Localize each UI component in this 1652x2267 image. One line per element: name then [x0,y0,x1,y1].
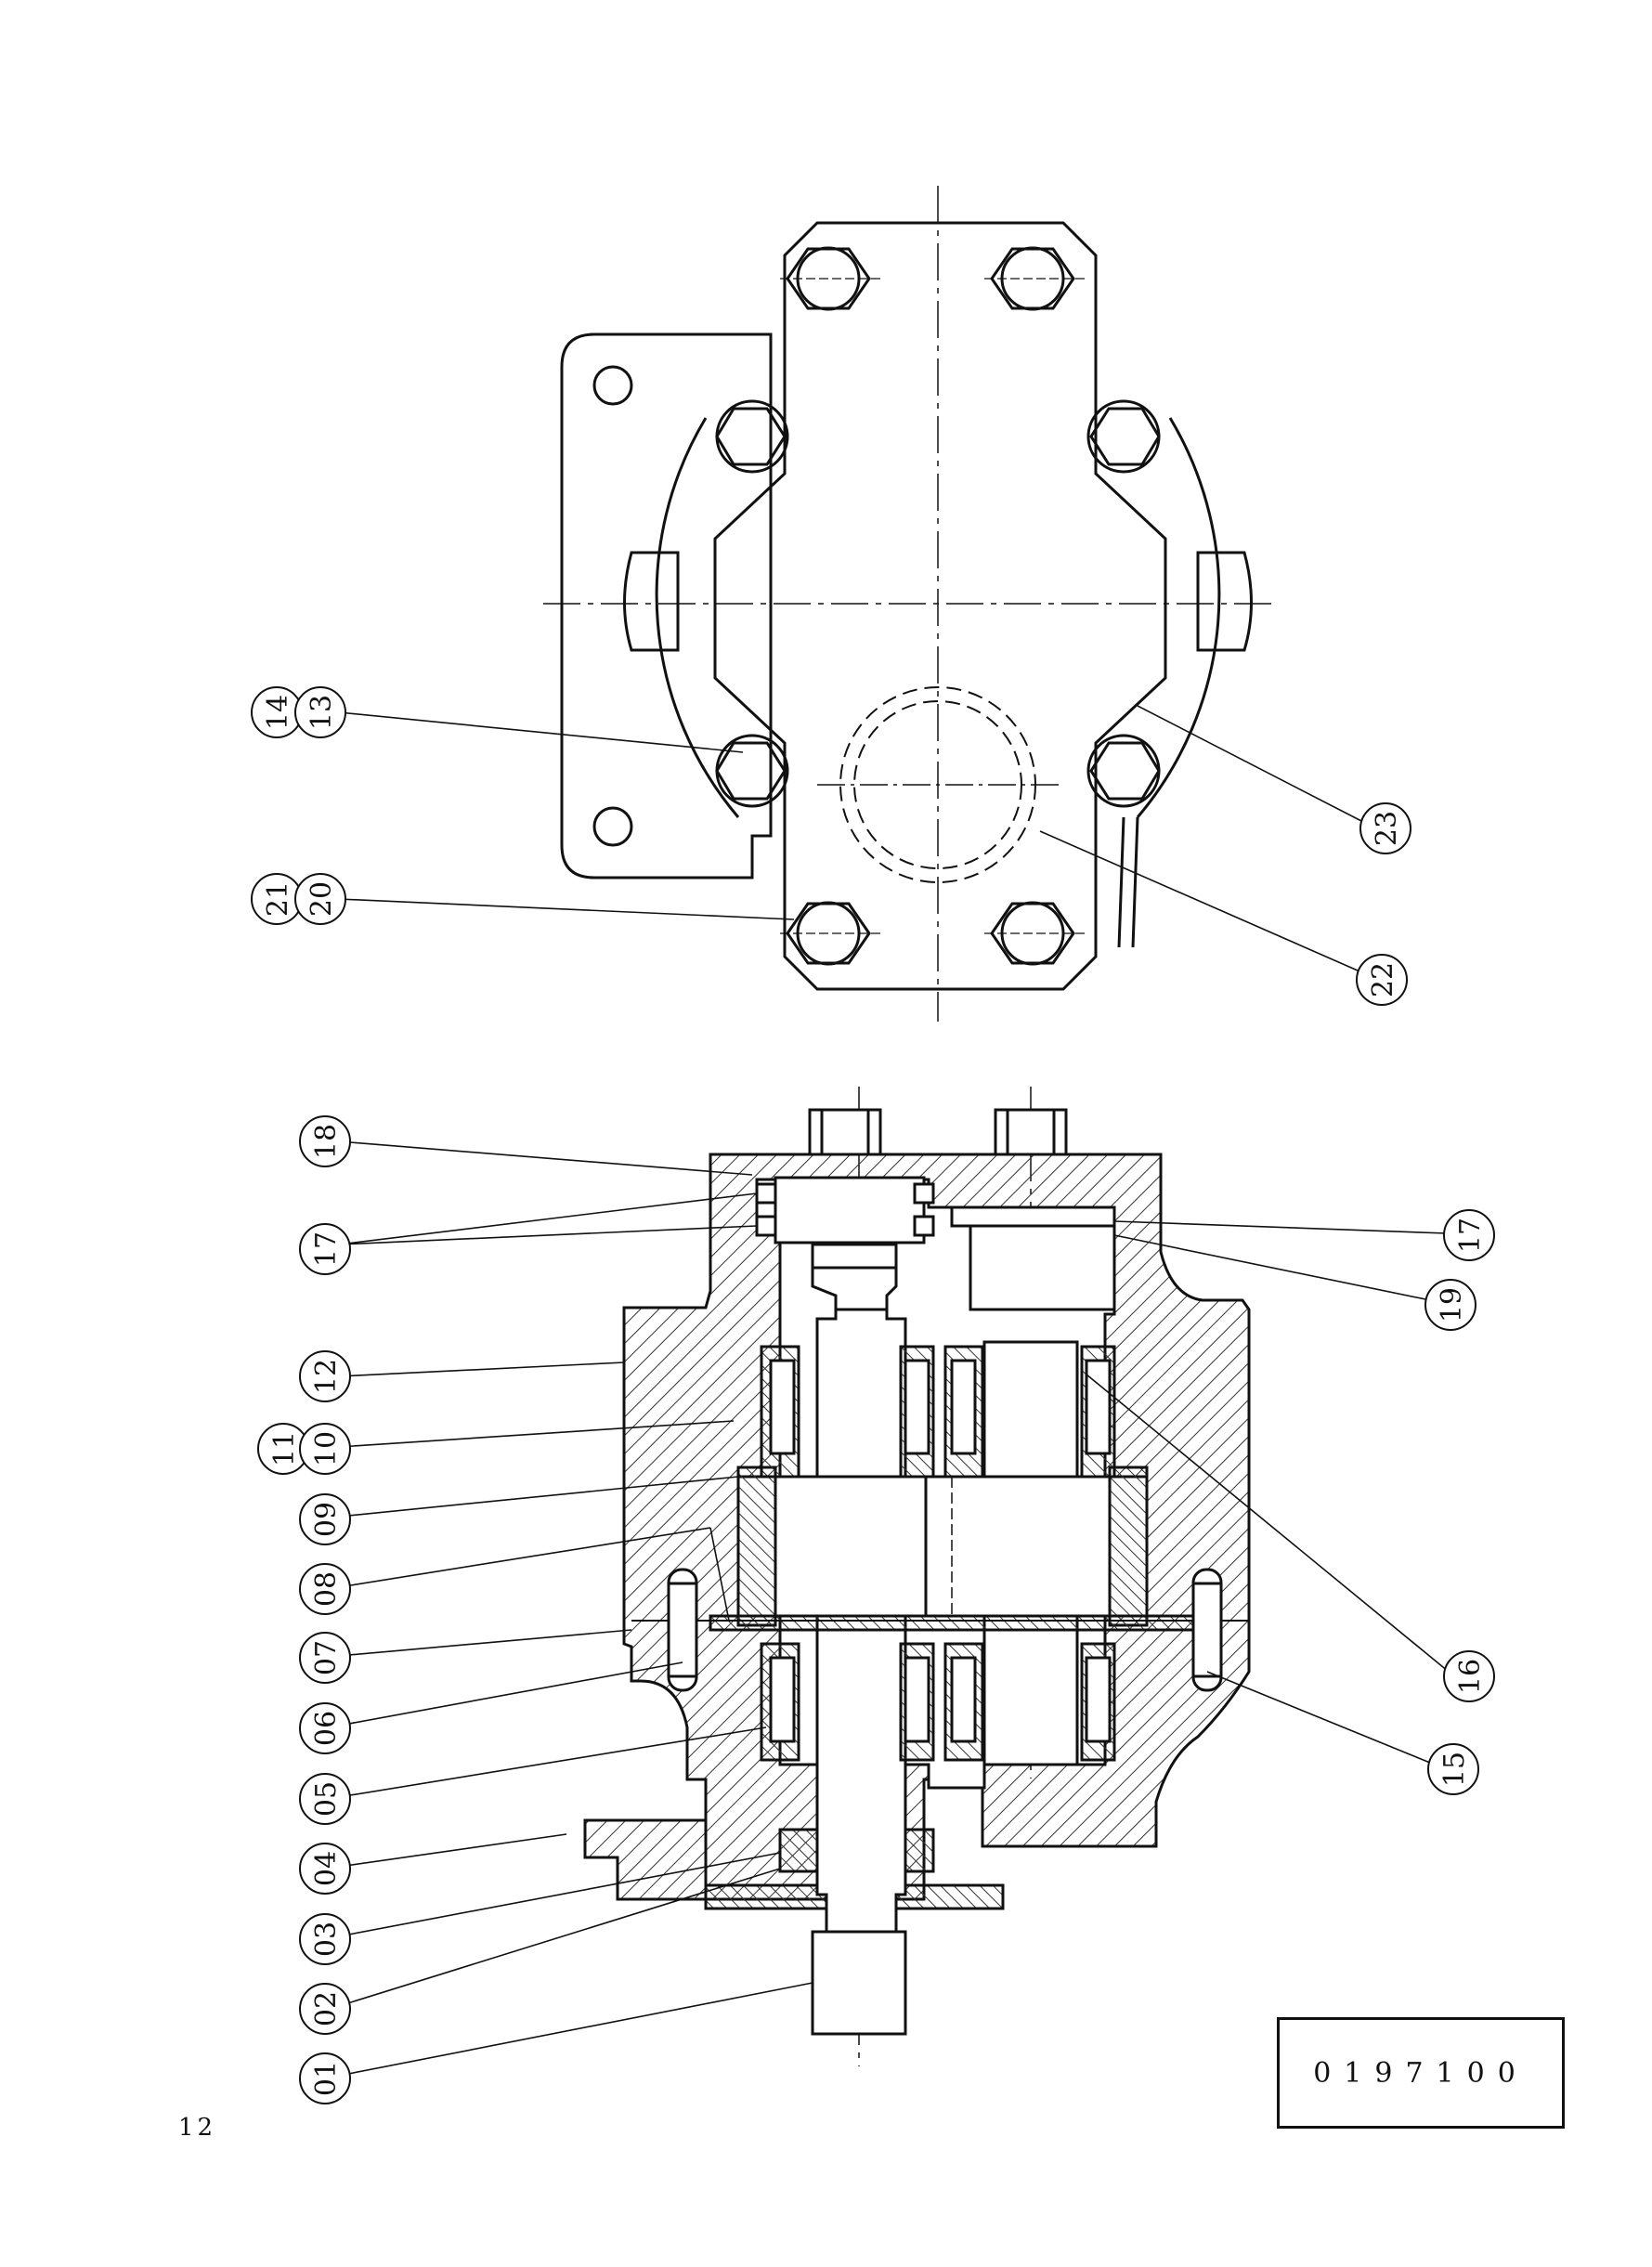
callout-03: 03 [300,1914,350,1964]
bolt-mid-right-lower [1088,736,1159,806]
callout-19: 19 [1425,1280,1476,1330]
svg-text:14: 14 [262,695,294,730]
upper-bearings [761,1347,1114,1477]
svg-text:15: 15 [1438,1752,1471,1787]
cover-plate [715,223,1165,989]
svg-text:13: 13 [306,695,338,730]
callout-21: 21 [252,874,302,924]
oil-seal-right [905,1830,933,1871]
svg-text:16: 16 [1454,1659,1487,1694]
page-number: 12 [178,2114,217,2142]
bolt-mid-right-upper [1088,401,1159,472]
bolt-top-right [984,248,1086,309]
pump-body-round [657,418,1219,817]
callout-15: 15 [1428,1744,1478,1794]
svg-text:08: 08 [310,1571,343,1607]
shaft-output-end [813,1932,905,2034]
body-cutout-left [625,553,679,650]
callout-04: 04 [300,1844,350,1894]
svg-text:11: 11 [268,1431,301,1466]
callout-09: 09 [300,1494,350,1544]
svg-text:02: 02 [310,1991,343,2026]
flange-hole-bottom [594,808,631,845]
svg-text:07: 07 [310,1640,343,1675]
top-bolt-left [810,1110,880,1154]
callout-23: 23 [1360,803,1411,853]
section-view [585,1087,1249,2066]
callout-14: 14 [252,687,302,737]
callout-02: 02 [300,1984,350,2034]
end-view [543,186,1272,1022]
svg-text:12: 12 [310,1359,343,1394]
callout-07: 07 [300,1633,350,1683]
callout-13: 13 [295,687,345,737]
svg-text:06: 06 [310,1711,343,1746]
svg-text:21: 21 [262,881,294,917]
svg-text:09: 09 [310,1502,343,1537]
mounting-flange [562,334,771,878]
svg-text:19: 19 [1436,1287,1468,1322]
dowel-pin-right [1193,1570,1221,1690]
callout-18: 18 [300,1116,350,1166]
top-bolt-right [995,1110,1066,1154]
drawing-number-box: 0197100 [1277,2017,1565,2129]
flange-hole-top [594,367,631,404]
drawing-number: 0197100 [1313,2056,1528,2090]
callout-06: 06 [300,1703,350,1753]
callout-05: 05 [300,1774,350,1824]
callout-20: 20 [295,874,345,924]
callout-17-right: 17 [1444,1210,1494,1260]
body-cutout-right [1198,553,1252,650]
svg-text:05: 05 [310,1781,343,1817]
gear-band [738,1477,1147,1616]
callout-12: 12 [300,1351,350,1401]
callouts: 14 13 21 20 23 22 18 17 17 19 12 11 10 0… [252,687,1494,2104]
bolt-mid-left-lower [717,736,787,806]
mounting-flange-section [585,1820,706,1899]
bolt-bottom-right [984,903,1086,964]
callout-10: 10 [300,1424,350,1474]
shaft-end-cap [775,1178,924,1243]
callout-17-left: 17 [300,1224,350,1274]
svg-text:03: 03 [310,1922,343,1957]
lower-bearings [761,1644,1114,1760]
oil-seal-left [780,1830,817,1871]
bolt-mid-left-upper [717,401,787,472]
callout-01: 01 [300,2053,350,2104]
svg-text:01: 01 [310,2061,343,2096]
wear-plate [710,1616,1203,1630]
callout-11: 11 [258,1424,308,1474]
svg-text:23: 23 [1371,811,1403,846]
svg-text:18: 18 [310,1124,343,1159]
svg-text:22: 22 [1367,962,1399,997]
idler-end-plug [952,1207,1114,1226]
dowel-pin-left [669,1570,696,1690]
svg-text:17: 17 [310,1231,343,1267]
drive-shaft [813,1244,905,2034]
callout-16: 16 [1444,1651,1494,1701]
svg-text:17: 17 [1454,1218,1487,1253]
bolt-bottom-left [780,903,882,964]
bolt-top-left [780,248,882,309]
svg-text:04: 04 [310,1851,343,1886]
leader-lines [339,706,1449,2076]
svg-text:20: 20 [306,881,338,917]
callout-22: 22 [1357,955,1407,1005]
svg-text:10: 10 [310,1431,343,1466]
callout-08: 08 [300,1564,350,1614]
